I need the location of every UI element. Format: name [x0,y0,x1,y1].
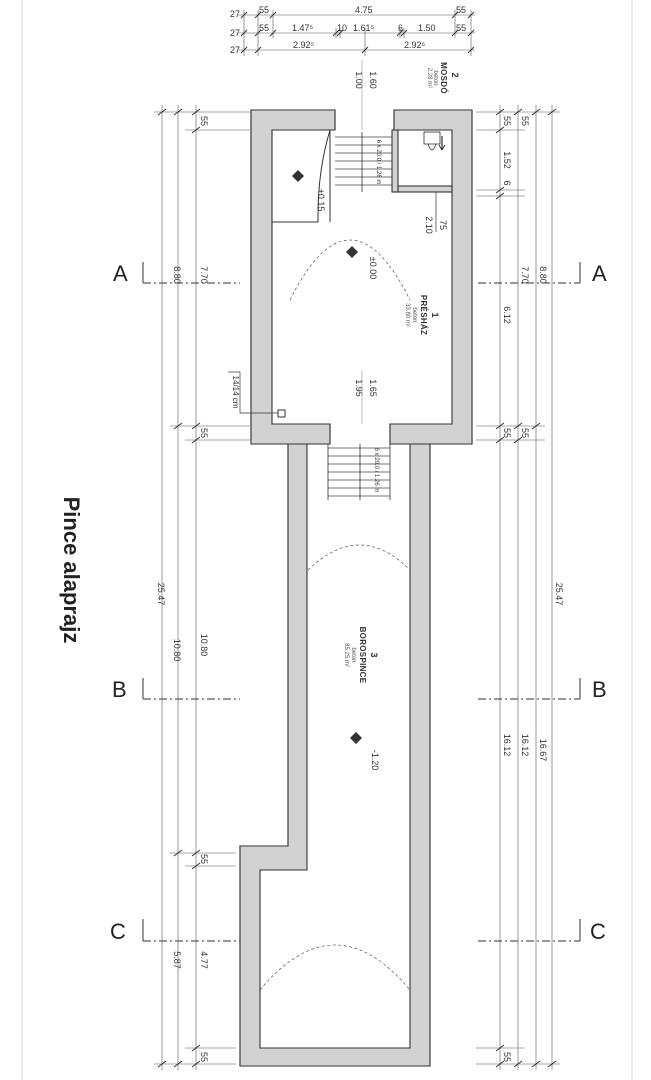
left-dim-mid-2: 5.87 [172,951,182,969]
room-3-area: 85.25 m² [343,643,349,667]
room-3-floor: beton [350,647,356,662]
landing-level: +0.15 [316,189,326,212]
vault-arcs [259,239,411,991]
room-2-number: 2 [450,72,460,77]
top-dim-r2-0: 27 [230,28,240,38]
landing-level-label: +0.15 [292,170,326,211]
right-dim-in-6: 55 [502,1052,512,1062]
left-dim-in-3: 10.80 [199,634,209,657]
section-b-left: B [112,677,127,702]
left-dim-in-6: 55 [199,1052,209,1062]
room-1-level: ±0.00 [368,257,378,279]
top-dim-r2-3: 10 [337,23,347,33]
left-dim-in-1: 7.70 [199,266,209,284]
left-dim-in-0: 55 [199,116,209,126]
building-walls [238,109,473,1067]
left-dim-total: 25.47 [156,583,166,606]
section-c-left: C [110,919,126,944]
section-a-right: A [592,261,607,286]
right-dim-in2-2: 55 [520,428,530,438]
right-dim-total: 25.47 [554,583,564,606]
left-dim-in-4: 55 [199,854,209,864]
plan-title: Pince alaprajz [59,497,84,644]
upper-stair-label: 6 x 20.0 / 1.26 m [375,140,381,185]
top-dim-r3-2: 2.92⁵ [404,40,426,50]
wc-door-width: 75 [438,220,448,230]
level-marker-icon [346,246,358,258]
top-door-width: 1.60 [368,71,378,89]
wc-door-height: 2.10 [424,216,434,234]
top-dim-r1-2: 4.75 [355,5,373,15]
top-dim-r2-6: 1.50 [418,23,436,33]
top-dimension-lines: 27 55 4.75 55 27 55 1.47⁵ 10 1.61⁵ 6 1.5… [230,5,475,56]
section-a-left: A [113,261,128,286]
room-1-name: PRÉSHÁZ [419,295,428,335]
right-dimension-lines: 25.47 8.80 16.67 55 1.52 6 6.12 55 16.12… [476,105,564,1070]
left-dim-mid-1: 10.80 [172,639,182,662]
room-1-floor: beton [411,307,417,322]
right-dim-in-0: 55 [502,116,512,126]
top-dim-r2-1: 55 [259,23,269,33]
left-dim-mid-0: 8.80 [172,266,182,284]
right-dim-in-3: 6.12 [502,306,512,324]
top-dim-r2-4: 1.61⁵ [353,23,375,33]
left-dim-in-2: 55 [199,428,209,438]
vent-label: 14/14 cm [231,376,240,409]
room-3-name: BOROSPINCE [358,627,367,684]
room-1-area: 33.80 m² [404,303,410,327]
right-dim-in2-3: 16.12 [520,734,530,757]
room-2-floor: beton [432,70,438,85]
top-dim-r1-0: 27 [230,9,240,19]
top-dim-r3-1: 2.92⁵ [293,40,315,50]
upper-staircase: 6 x 20.0 / 1.26 m [335,132,392,192]
right-dim-mid-0: 8.80 [538,266,548,284]
room-label-borospince: 3 BOROSPINCE beton 85.25 m² -1.20 [343,627,380,771]
top-dim-r2-7: 55 [456,23,466,33]
vent-marker: 14/14 cm [228,371,286,418]
room-2-name: MOSDÓ [439,62,448,94]
right-dim-in-2: 6 [502,180,512,185]
section-b-right: B [592,677,607,702]
top-dim-r3-0: 27 [230,45,240,55]
upper-stair-landing [272,129,331,223]
section-c-right: C [590,919,606,944]
right-dim-in-1: 1.52 [502,151,512,169]
room-label-preshaz: 1 PRÉSHÁZ beton 33.80 m² ±0.00 [346,246,440,335]
top-dim-r1-3: 55 [456,5,466,15]
top-dim-r2-2: 1.47⁵ [292,23,314,33]
top-dim-r1-1: 55 [259,5,269,15]
right-dim-in-4: 55 [502,428,512,438]
room-3-number: 3 [369,652,379,657]
opening-dimensions: 1.60 1.00 75 2.10 1.65 1.95 [354,60,448,424]
wc-fixture [423,131,446,232]
right-dim-in2-0: 55 [520,116,530,126]
lower-stair-label: 6 x 20.0 / 1.26 m [373,448,379,493]
top-dim-r2-5: 6 [398,23,403,33]
top-door-height: 1.00 [354,71,364,89]
room-label-mosdo: 2 MOSDÓ beton 2.28 m² [426,62,460,94]
room-2-area: 2.28 m² [426,68,432,88]
left-dim-in-5: 4.77 [199,951,209,969]
level-marker-icon [350,732,362,744]
room-1-number: 1 [430,312,440,317]
room-3-level: -1.20 [370,750,380,771]
left-dimension-lines: 25.47 8.80 10.80 5.87 55 7.70 55 10.80 5… [154,105,250,1070]
section-markers: A A B B C C [110,261,607,944]
mid-door-width: 1.65 [368,379,378,397]
right-dim-in-5: 16.12 [502,734,512,757]
right-dim-mid-1: 16.67 [538,739,548,762]
lower-staircase: 6 x 20.0 / 1.26 m [327,444,391,500]
right-dim-in2-1: 7.70 [520,266,530,284]
level-marker-icon [292,170,304,182]
mid-door-height: 1.95 [354,379,364,397]
